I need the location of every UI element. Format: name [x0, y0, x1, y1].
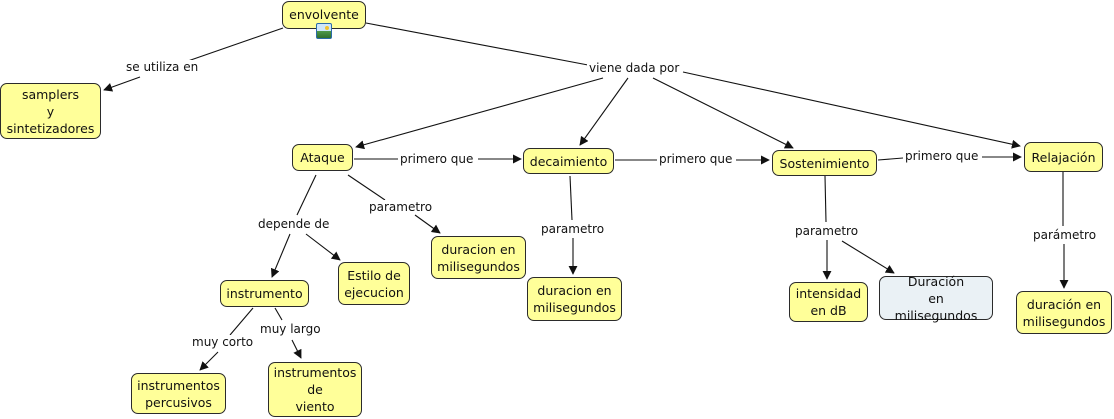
line-ataque-parametro: [347, 174, 386, 201]
concept-label: instrumentos percusivos: [137, 377, 220, 410]
line-viene-decaimiento: [579, 77, 629, 146]
image-icon[interactable]: [316, 23, 332, 39]
concept-instrumentos-viento[interactable]: instrumentos de viento: [268, 362, 362, 417]
concept-relajacion[interactable]: Relajación: [1024, 142, 1103, 172]
link-muy-largo[interactable]: muy largo: [258, 322, 323, 336]
concept-label: Sostenimiento: [779, 155, 870, 171]
line-sostenimiento-primero: [877, 157, 904, 161]
link-se-utiliza-en[interactable]: se utiliza en: [124, 60, 201, 74]
concept-decaimiento[interactable]: decaimiento: [523, 148, 614, 174]
line-depende-estilo: [305, 233, 341, 261]
line-parametro-duracion-sostenimiento: [841, 240, 895, 274]
line-parametro-duracion-ataque: [414, 214, 441, 234]
line-depende-instrumento: [270, 233, 291, 278]
link-parametro-ataque[interactable]: parametro: [367, 200, 435, 214]
concept-duracion-sostenimiento[interactable]: Duración en milisegundos: [879, 274, 993, 323]
line-viene-relajacion: [682, 71, 1021, 149]
concept-ataque[interactable]: Ataque: [292, 144, 353, 171]
concept-instrumento[interactable]: instrumento: [220, 280, 309, 307]
concept-label: instrumentos de viento: [273, 365, 357, 414]
concept-label: intensidad en dB: [795, 286, 862, 318]
concept-label: decaimiento: [529, 153, 608, 169]
line-ataque-depende: [296, 174, 317, 216]
concept-label: duracion en milisegundos: [533, 283, 616, 315]
concept-label: duracion en milisegundos: [437, 241, 520, 274]
link-parametro-sostenimiento[interactable]: parametro: [793, 224, 861, 238]
concept-duracion-decaimiento[interactable]: duracion en milisegundos: [527, 277, 622, 321]
link-primero-que-1[interactable]: primero que: [398, 152, 476, 166]
concept-label: Duración en milisegundos: [894, 273, 978, 323]
concept-label: samplers y sintetizadores: [6, 86, 95, 136]
line-instrumento-muy-corto: [229, 307, 254, 336]
concept-label: envolvente: [289, 7, 359, 22]
line-sostenimiento-parametro: [824, 175, 827, 223]
concept-label: Relajación: [1031, 149, 1096, 165]
concept-duracion-ataque[interactable]: duracion en milisegundos: [431, 236, 526, 279]
concept-label: duración en milisegundos: [1022, 296, 1106, 329]
link-parametro-decaimiento[interactable]: parametro: [539, 222, 607, 236]
line-se-utiliza-samplers: [103, 76, 141, 92]
link-muy-corto[interactable]: muy corto: [190, 335, 256, 349]
line-decaimiento-parametro: [569, 175, 573, 221]
link-depende-de[interactable]: depende de: [256, 217, 332, 231]
concept-label: Ataque: [300, 150, 345, 165]
concept-intensidad[interactable]: intensidad en dB: [789, 282, 868, 322]
concept-estilo-ejecucion[interactable]: Estilo de ejecucion: [338, 262, 410, 305]
line-viene-sostenimiento: [652, 77, 794, 149]
link-parametro-relajacion[interactable]: parámetro: [1031, 228, 1099, 242]
line-muy-corto-percusivos: [199, 351, 219, 371]
concept-sostenimiento[interactable]: Sostenimiento: [772, 150, 877, 176]
link-viene-dada-por[interactable]: viene dada por: [587, 61, 682, 75]
concept-label: instrumento: [226, 286, 303, 301]
line-instrumento-muy-largo: [274, 307, 283, 321]
link-primero-que-3[interactable]: primero que: [903, 149, 981, 163]
concept-samplers[interactable]: samplers y sintetizadores: [0, 83, 101, 139]
line-envolvente-se-utiliza: [184, 27, 284, 63]
concept-instrumentos-percusivos[interactable]: instrumentos percusivos: [131, 373, 226, 414]
concept-label: Estilo de ejecucion: [344, 267, 404, 300]
line-envolvente-viene-dada: [365, 22, 589, 66]
line-muy-largo-viento: [291, 339, 302, 359]
line-viene-ataque: [355, 77, 604, 150]
link-primero-que-2[interactable]: primero que: [657, 152, 735, 166]
concept-duracion-relajacion[interactable]: duración en milisegundos: [1016, 291, 1112, 334]
